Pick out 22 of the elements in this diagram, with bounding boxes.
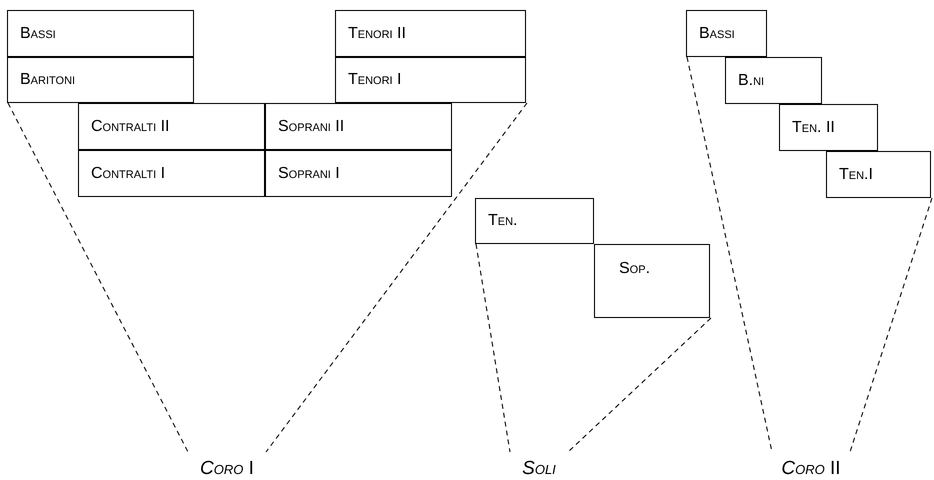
voice-box: Bassi [686,10,767,57]
group-label: Coro II [772,452,850,478]
group-label: Coro I [188,452,266,478]
voice-box: Tenori I [335,57,526,103]
voice-box: Tenori II [335,10,526,57]
voice-box: Bassi [7,10,194,57]
dashed-line [476,244,510,452]
voice-box: Soprani I [265,150,452,197]
voice-box: Ten. [475,198,594,244]
voice-box: Soprani II [265,103,452,150]
voice-box: Ten.I [826,151,931,198]
voice-box: Baritoni [7,57,194,103]
voice-box: Sop. [594,244,710,318]
dashed-line [266,102,528,452]
group-label: Soli [510,452,568,478]
voice-box: B.ni [725,57,822,104]
dashed-line [8,102,188,452]
voice-box: Contralti II [78,103,265,150]
dashed-line [568,318,712,452]
dashed-line [850,198,932,452]
voice-box: Contralti I [78,150,265,197]
voice-box: Ten. II [779,104,878,151]
